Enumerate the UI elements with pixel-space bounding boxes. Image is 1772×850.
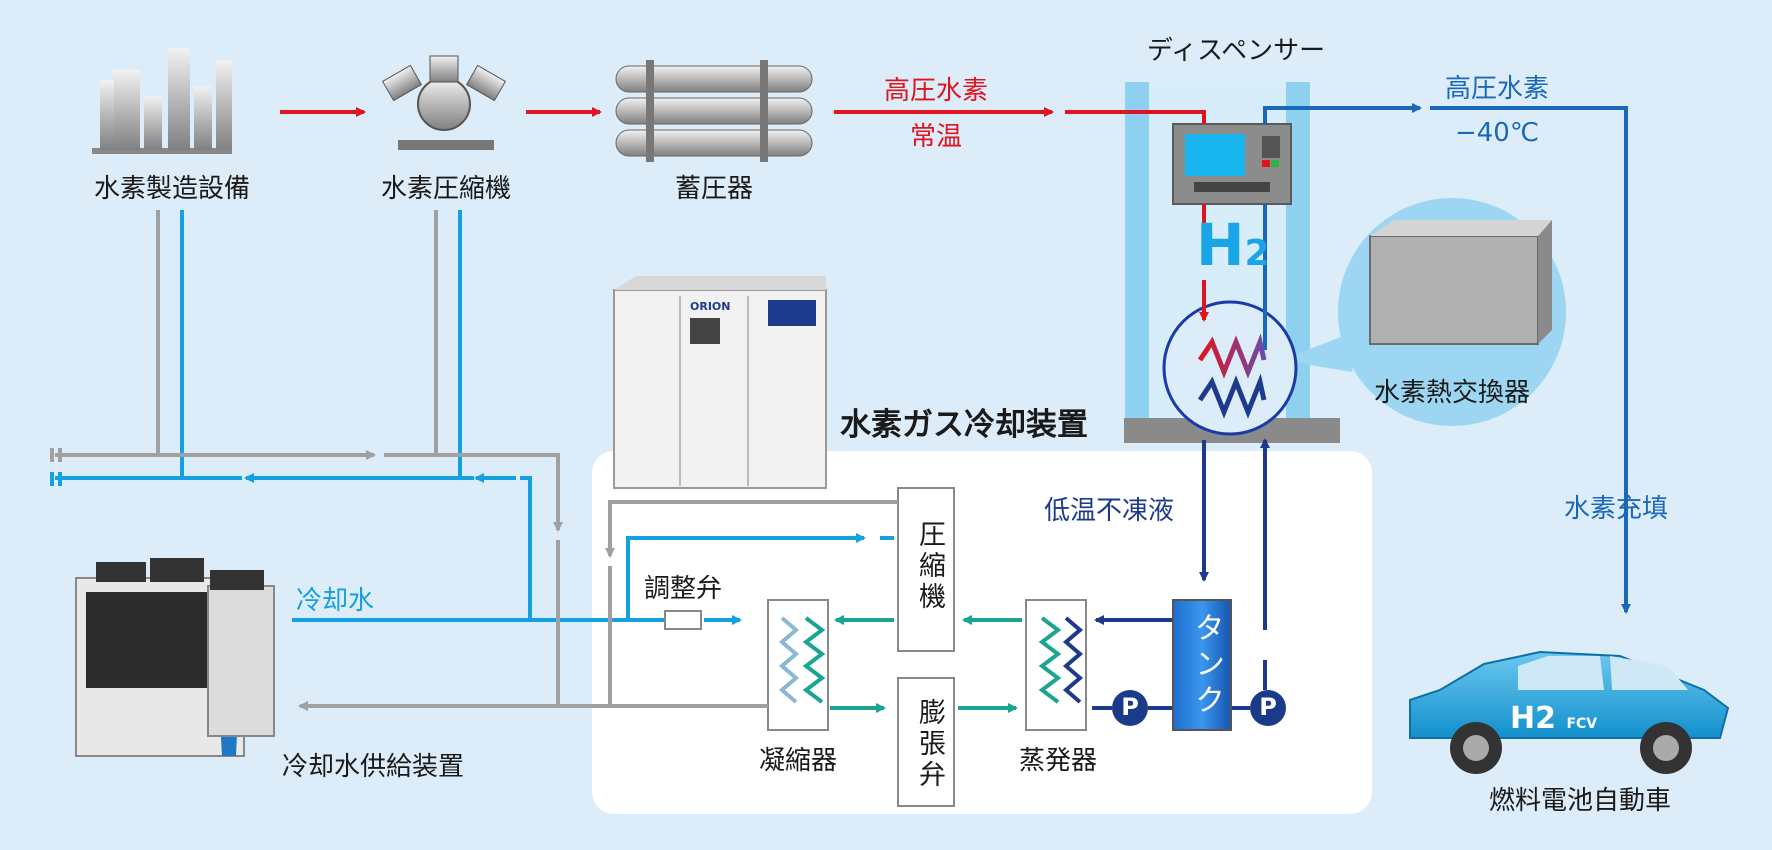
comp-return-down — [605, 500, 898, 558]
label-low-temp-antifreeze: 低温不凍液 — [1044, 496, 1175, 526]
cooling-water-to-comp — [626, 533, 866, 620]
compressor-box — [897, 487, 955, 652]
label-normal-temp: 常温 — [909, 122, 963, 152]
label-regulating-valve: 調整弁 — [644, 574, 723, 604]
label-cooling-water: 冷却水 — [296, 586, 375, 616]
hx-zoom-ring — [1162, 300, 1298, 436]
label-h2-heat-exchanger: 水素熱交換器 — [1373, 378, 1531, 408]
cooling-water-supply-illustration — [75, 558, 275, 757]
expansion-valve-box — [897, 677, 955, 807]
fcv-car-illustration — [1409, 650, 1730, 774]
label-cooling-water-supply: 冷却水供給装置 — [282, 752, 465, 782]
gas-cooling-unit-illustration — [613, 276, 827, 489]
label-h2-gas-cooler: 水素ガス冷却装置 — [840, 407, 1088, 443]
flow-h2-filling — [1430, 106, 1631, 614]
condenser-box — [767, 599, 829, 731]
flow-into-dispenser — [1065, 110, 1206, 124]
flow-hx-out — [1263, 106, 1404, 350]
label-pump-2: P — [1259, 693, 1277, 721]
label-compressor: 圧縮機 — [914, 520, 945, 613]
label-hp-h2-out: 高圧水素 — [1444, 74, 1550, 104]
tank — [1172, 599, 1232, 731]
regulating-valve — [664, 610, 702, 630]
heat-exchanger-callout — [1280, 198, 1566, 426]
label-minus-40: −40℃ — [1454, 118, 1540, 148]
accumulator-illustration — [615, 60, 813, 162]
evaporator-box — [1025, 599, 1087, 731]
return-water-down — [384, 453, 563, 532]
hx-cold-coil — [1197, 373, 1267, 419]
label-expansion-valve: 膨張弁 — [914, 698, 945, 791]
label-fcv: 燃料電池自動車 — [1488, 786, 1672, 816]
label-accumulator: 蓄圧器 — [674, 174, 754, 204]
hx-hot-coil — [1197, 333, 1267, 379]
label-dispenser: ディスペンサー — [1146, 36, 1326, 66]
h2-symbol: H2 — [1196, 211, 1270, 279]
unit-brand-logo: ORION — [690, 300, 731, 313]
label-h2-filling: 水素充填 — [1564, 494, 1669, 524]
cooling-water-riser — [520, 476, 532, 620]
h2-compressor-illustration — [381, 55, 507, 150]
pump-1 — [1112, 690, 1148, 726]
label-hp-h2-in: 高圧水素 — [883, 76, 989, 106]
label-h2-production: 水素製造設備 — [93, 174, 251, 204]
h2-production-plant-illustration — [92, 48, 232, 154]
label-evaporator: 蒸発器 — [1018, 746, 1098, 776]
pump-2 — [1250, 690, 1286, 726]
cooling-unit-panel — [592, 451, 1372, 814]
label-pump-1: P — [1121, 693, 1139, 721]
label-tank: タンク — [1189, 612, 1224, 720]
car-badge: H2 FCV — [1510, 701, 1598, 736]
label-condenser: 凝縮器 — [758, 746, 838, 776]
label-h2-compressor: 水素圧縮機 — [380, 174, 512, 204]
